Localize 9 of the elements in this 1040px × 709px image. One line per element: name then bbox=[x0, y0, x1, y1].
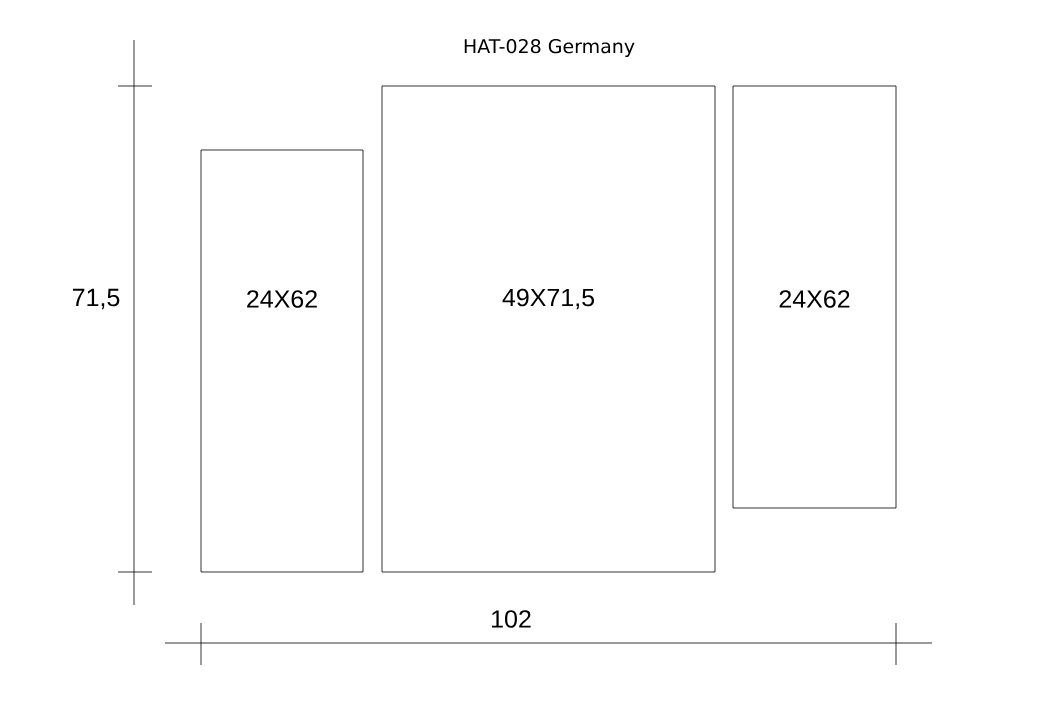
size-label: 24X62 bbox=[779, 290, 850, 308]
panel-box bbox=[381, 85, 716, 573]
size-label: 24X62 bbox=[247, 290, 317, 308]
dimension-label: 71,5 bbox=[72, 288, 120, 310]
dimension-label: 102 bbox=[492, 610, 531, 628]
size-label: 49X71,5 bbox=[502, 288, 594, 310]
panel-box bbox=[732, 85, 897, 509]
panel-box bbox=[200, 149, 364, 573]
title: HAT-028 Germany bbox=[464, 38, 635, 57]
